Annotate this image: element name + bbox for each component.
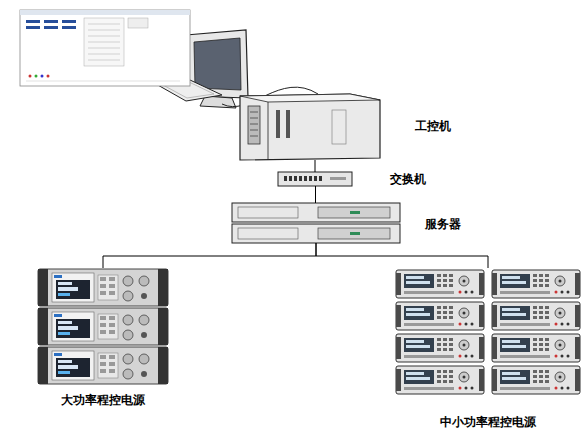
industrial-pc: 工控机	[250, 93, 380, 160]
device-label: 交换机	[390, 171, 426, 188]
power-supply-group: 中小功率程控电源	[395, 268, 581, 396]
power-supply-group: 大功率程控电源	[38, 268, 168, 385]
device-label: 中小功率程控电源	[395, 414, 581, 431]
network-cable	[315, 186, 316, 203]
network-cable	[103, 243, 316, 268]
device-label: 服务器	[425, 216, 461, 233]
network-cable	[316, 243, 488, 268]
device-label: 工控机	[415, 118, 451, 135]
server: 服务器	[232, 203, 400, 243]
network-switch: 交换机	[278, 172, 352, 186]
network-cable	[315, 160, 316, 172]
device-label: 大功率程控电源	[38, 392, 168, 409]
